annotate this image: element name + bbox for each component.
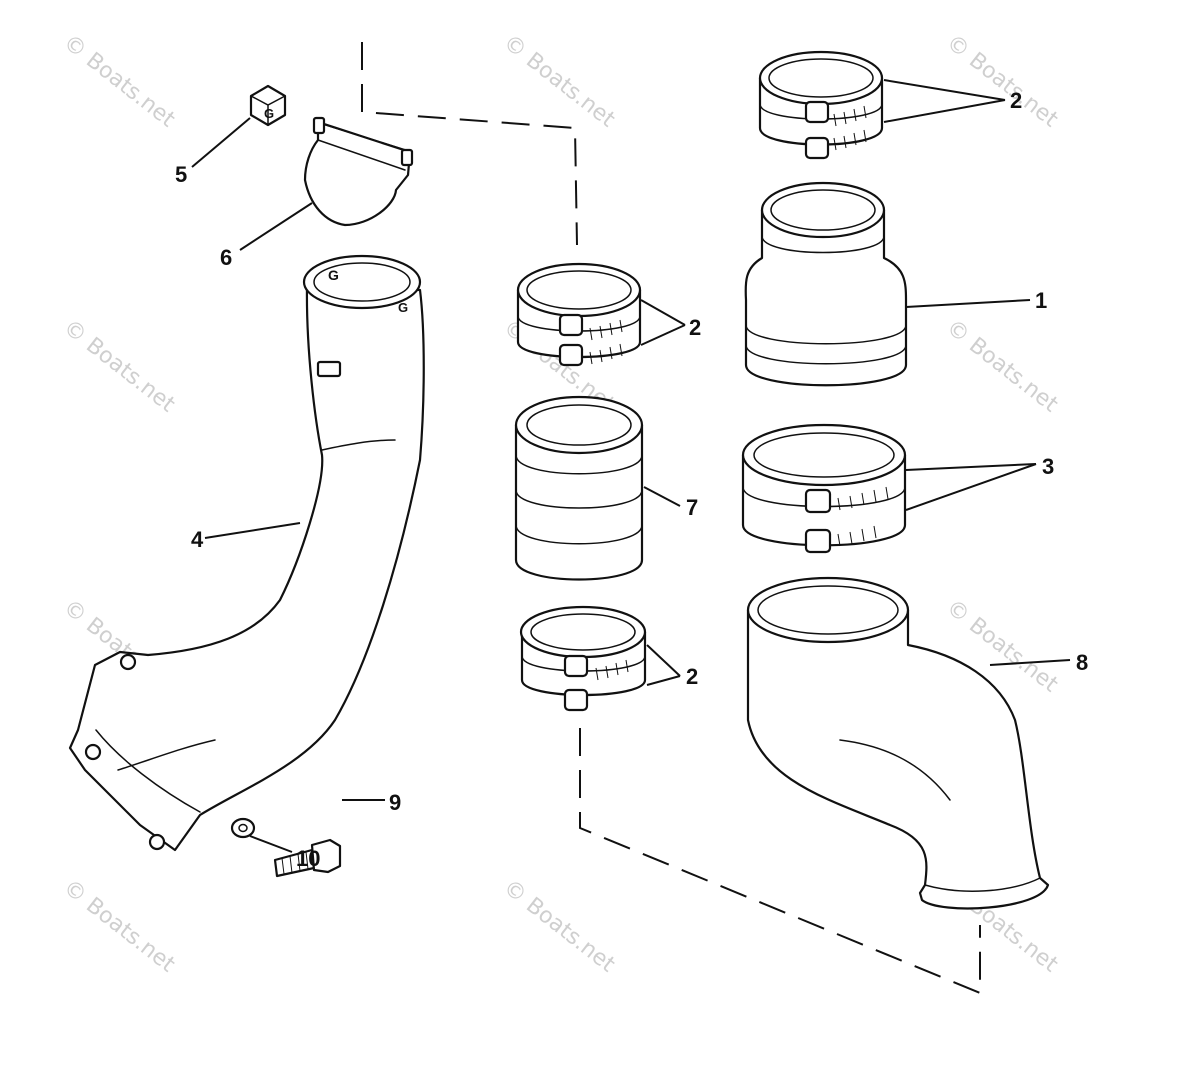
part-5-cap: G: [249, 84, 287, 127]
watermark: © Boats.net: [58, 30, 179, 133]
callout-3: 3: [1042, 454, 1054, 479]
part-7-bellows: [514, 395, 644, 581]
callout-6: 6: [220, 245, 232, 270]
part-6-flapper: [303, 116, 414, 227]
watermark: © Boats.net: [498, 875, 619, 978]
watermark: © Boats.net: [58, 315, 179, 418]
part-2-clamps-top-right: [758, 50, 884, 160]
watermark: © Boats.net: [498, 30, 619, 133]
watermark: © Boats.net: [941, 315, 1062, 418]
callout-10: 10: [296, 846, 320, 871]
callout-2-middle-upper: 2: [689, 315, 701, 340]
svg-text:G: G: [264, 106, 274, 121]
part-1-stepped-bellows: [744, 181, 908, 387]
assembly-line-top: [361, 42, 578, 246]
part-3-large-clamps: [741, 423, 907, 554]
callout-1: 1: [1035, 288, 1047, 313]
svg-text:G: G: [328, 267, 339, 283]
part-8-outlet-pipe: [746, 576, 1050, 910]
assembly-line-bottom: [579, 728, 981, 995]
callout-2-top-right: 2: [1010, 88, 1022, 113]
part-4-exhaust-elbow: G G: [68, 254, 425, 852]
part-9-bolt: [273, 838, 342, 878]
svg-text:G: G: [398, 300, 408, 315]
part-2-clamps-middle-upper: [516, 262, 642, 367]
part-10-washer: [230, 817, 256, 839]
watermark: © Boats.net: [58, 875, 179, 978]
callout-5: 5: [175, 162, 187, 187]
callout-7: 7: [686, 495, 698, 520]
callout-9: 9: [389, 790, 401, 815]
callout-8: 8: [1076, 650, 1088, 675]
watermark: © Boats.net: [941, 30, 1062, 133]
leader-lines: [191, 79, 1071, 853]
callout-4: 4: [191, 527, 204, 552]
part-2-clamps-middle-lower: [519, 605, 647, 712]
callout-2-middle-lower: 2: [686, 664, 698, 689]
